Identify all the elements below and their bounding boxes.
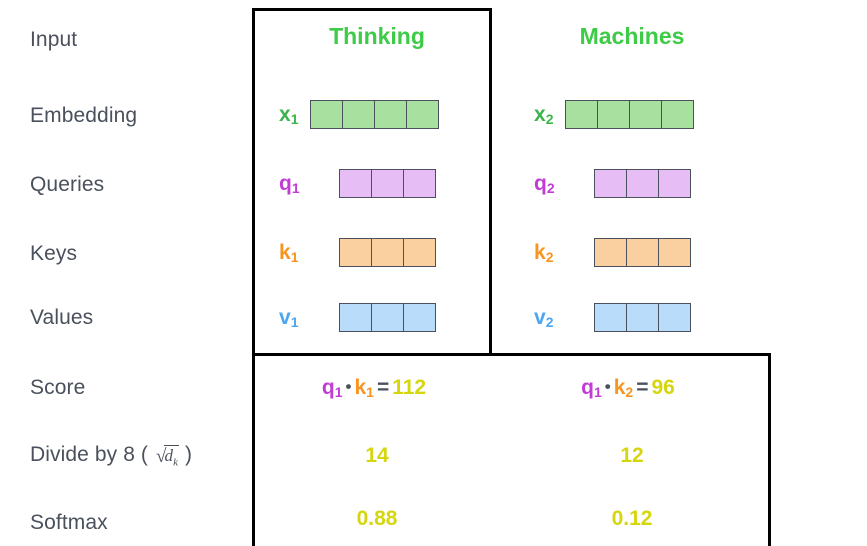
score-expression-col2: q1•k2=96	[581, 376, 675, 400]
vector-tag-x1: x1	[279, 103, 299, 127]
attention-box-seam	[0, 0, 234, 3]
vector-cell	[658, 303, 691, 332]
vector-cell	[371, 238, 404, 267]
row-label-queries: Queries	[30, 173, 105, 196]
score-k-term-col2: k2	[613, 376, 634, 400]
radicand-base: d	[164, 446, 174, 465]
vector-tag-q1: q1	[279, 172, 300, 196]
embedding-vector-x2: x2	[534, 100, 695, 129]
cells-v2	[594, 303, 691, 332]
vector-tag-k1: k1	[279, 241, 299, 265]
divided-score-col2: 12	[620, 444, 644, 467]
row-label-softmax: Softmax	[30, 511, 108, 534]
equals-sign-col2: =	[636, 376, 649, 399]
query-vector-q1: q1	[279, 169, 436, 198]
vector-cell	[626, 169, 659, 198]
cells-q1	[339, 169, 436, 198]
cells-k1	[339, 238, 436, 267]
dot-product-icon: •	[604, 377, 611, 396]
cells-x1	[310, 100, 440, 129]
vector-cell	[406, 100, 440, 129]
vector-tag-v1: v1	[279, 306, 299, 330]
embedding-vector-x1: x1	[279, 100, 440, 129]
vector-cell	[342, 100, 376, 129]
vector-tag-q2: q2	[534, 172, 555, 196]
cells-v1	[339, 303, 436, 332]
radicand-subscript: k	[173, 456, 179, 469]
vector-cell	[374, 100, 408, 129]
vector-cell	[626, 238, 659, 267]
dot-product-icon: •	[345, 377, 352, 396]
row-label-score: Score	[30, 376, 86, 399]
attention-box-outline-upper	[252, 8, 492, 356]
close-paren: )	[185, 443, 193, 466]
score-q-term-col2: q1	[581, 376, 602, 400]
vector-cell	[339, 303, 372, 332]
radical-icon: √	[155, 446, 167, 467]
row-label-values: Values	[30, 306, 94, 329]
vector-cell	[371, 303, 404, 332]
value-vector-v2: v2	[534, 303, 691, 332]
vector-cell	[403, 238, 436, 267]
radicand: dk	[164, 445, 180, 469]
vector-cell	[629, 100, 663, 129]
column-header-machines: Machines	[579, 23, 685, 49]
vector-tag-x2: x2	[534, 103, 554, 127]
vector-cell	[594, 169, 627, 198]
column-header-thinking: Thinking	[329, 23, 425, 49]
vector-tag-k2: k2	[534, 241, 554, 265]
softmax-value-col2: 0.12	[611, 507, 653, 530]
attention-box-outline-lower	[252, 353, 771, 546]
vector-cell	[661, 100, 695, 129]
score-q-term-col1: q1	[321, 376, 343, 400]
vector-cell	[371, 169, 404, 198]
cells-q2	[594, 169, 691, 198]
vector-tag-v2: v2	[534, 306, 554, 330]
score-value-col1: 112	[392, 376, 427, 399]
score-expression-col1: q1•k1=112	[321, 376, 427, 400]
cells-k2	[594, 238, 691, 267]
row-label-input: Input	[30, 28, 78, 51]
vector-cell	[565, 100, 599, 129]
divide-by-8-text: Divide by 8 (	[30, 443, 149, 466]
value-vector-v1: v1	[279, 303, 436, 332]
row-label-divide-by-8: Divide by 8 ( √dk )	[30, 444, 192, 468]
row-label-embedding: Embedding	[30, 104, 138, 127]
vector-cell	[597, 100, 631, 129]
vector-cell	[658, 169, 691, 198]
vector-cell	[658, 238, 691, 267]
vector-cell	[403, 303, 436, 332]
sqrt-dk-formula: √dk	[154, 445, 180, 469]
equals-sign-col1: =	[376, 376, 390, 399]
cells-x2	[565, 100, 695, 129]
vector-cell	[594, 238, 627, 267]
divided-score-col1: 14	[365, 444, 389, 467]
key-vector-k1: k1	[279, 238, 436, 267]
vector-cell	[594, 303, 627, 332]
key-vector-k2: k2	[534, 238, 691, 267]
vector-cell	[339, 238, 372, 267]
vector-cell	[339, 169, 372, 198]
row-label-keys: Keys	[30, 242, 78, 265]
vector-cell	[403, 169, 436, 198]
softmax-value-col1: 0.88	[356, 507, 398, 530]
vector-cell	[626, 303, 659, 332]
vector-cell	[310, 100, 344, 129]
score-k-term-col1: k1	[354, 376, 374, 400]
score-value-col2: 96	[651, 376, 675, 399]
query-vector-q2: q2	[534, 169, 691, 198]
